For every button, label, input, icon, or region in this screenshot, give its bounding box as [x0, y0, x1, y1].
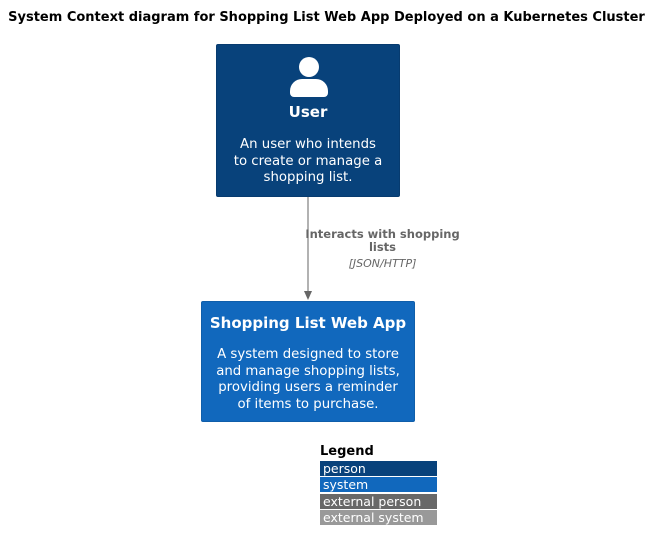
relationship-technology: [JSON/HTTP] [348, 257, 417, 270]
system-node-description: A system designed to store and manage sh… [216, 347, 400, 412]
person-icon [290, 57, 328, 97]
user-person-node[interactable]: User An user who intends to create or ma… [216, 44, 400, 197]
diagram-title: System Context diagram for Shopping List… [8, 10, 645, 25]
shopping-list-system-node[interactable]: Shopping List Web App A system designed … [201, 301, 415, 422]
legend-item-system: system [320, 477, 437, 492]
user-node-description: An user who intends to create or manage … [233, 137, 383, 185]
legend-item-person: person [320, 461, 437, 476]
legend-item-external-system: external system [320, 510, 437, 525]
system-node-name: Shopping List Web App [209, 314, 407, 332]
relationship-label: Interacts with shopping lists [305, 227, 460, 254]
legend-item-external-person: external person [320, 494, 437, 509]
legend-title: Legend [320, 444, 374, 459]
user-node-name: User [288, 103, 328, 121]
